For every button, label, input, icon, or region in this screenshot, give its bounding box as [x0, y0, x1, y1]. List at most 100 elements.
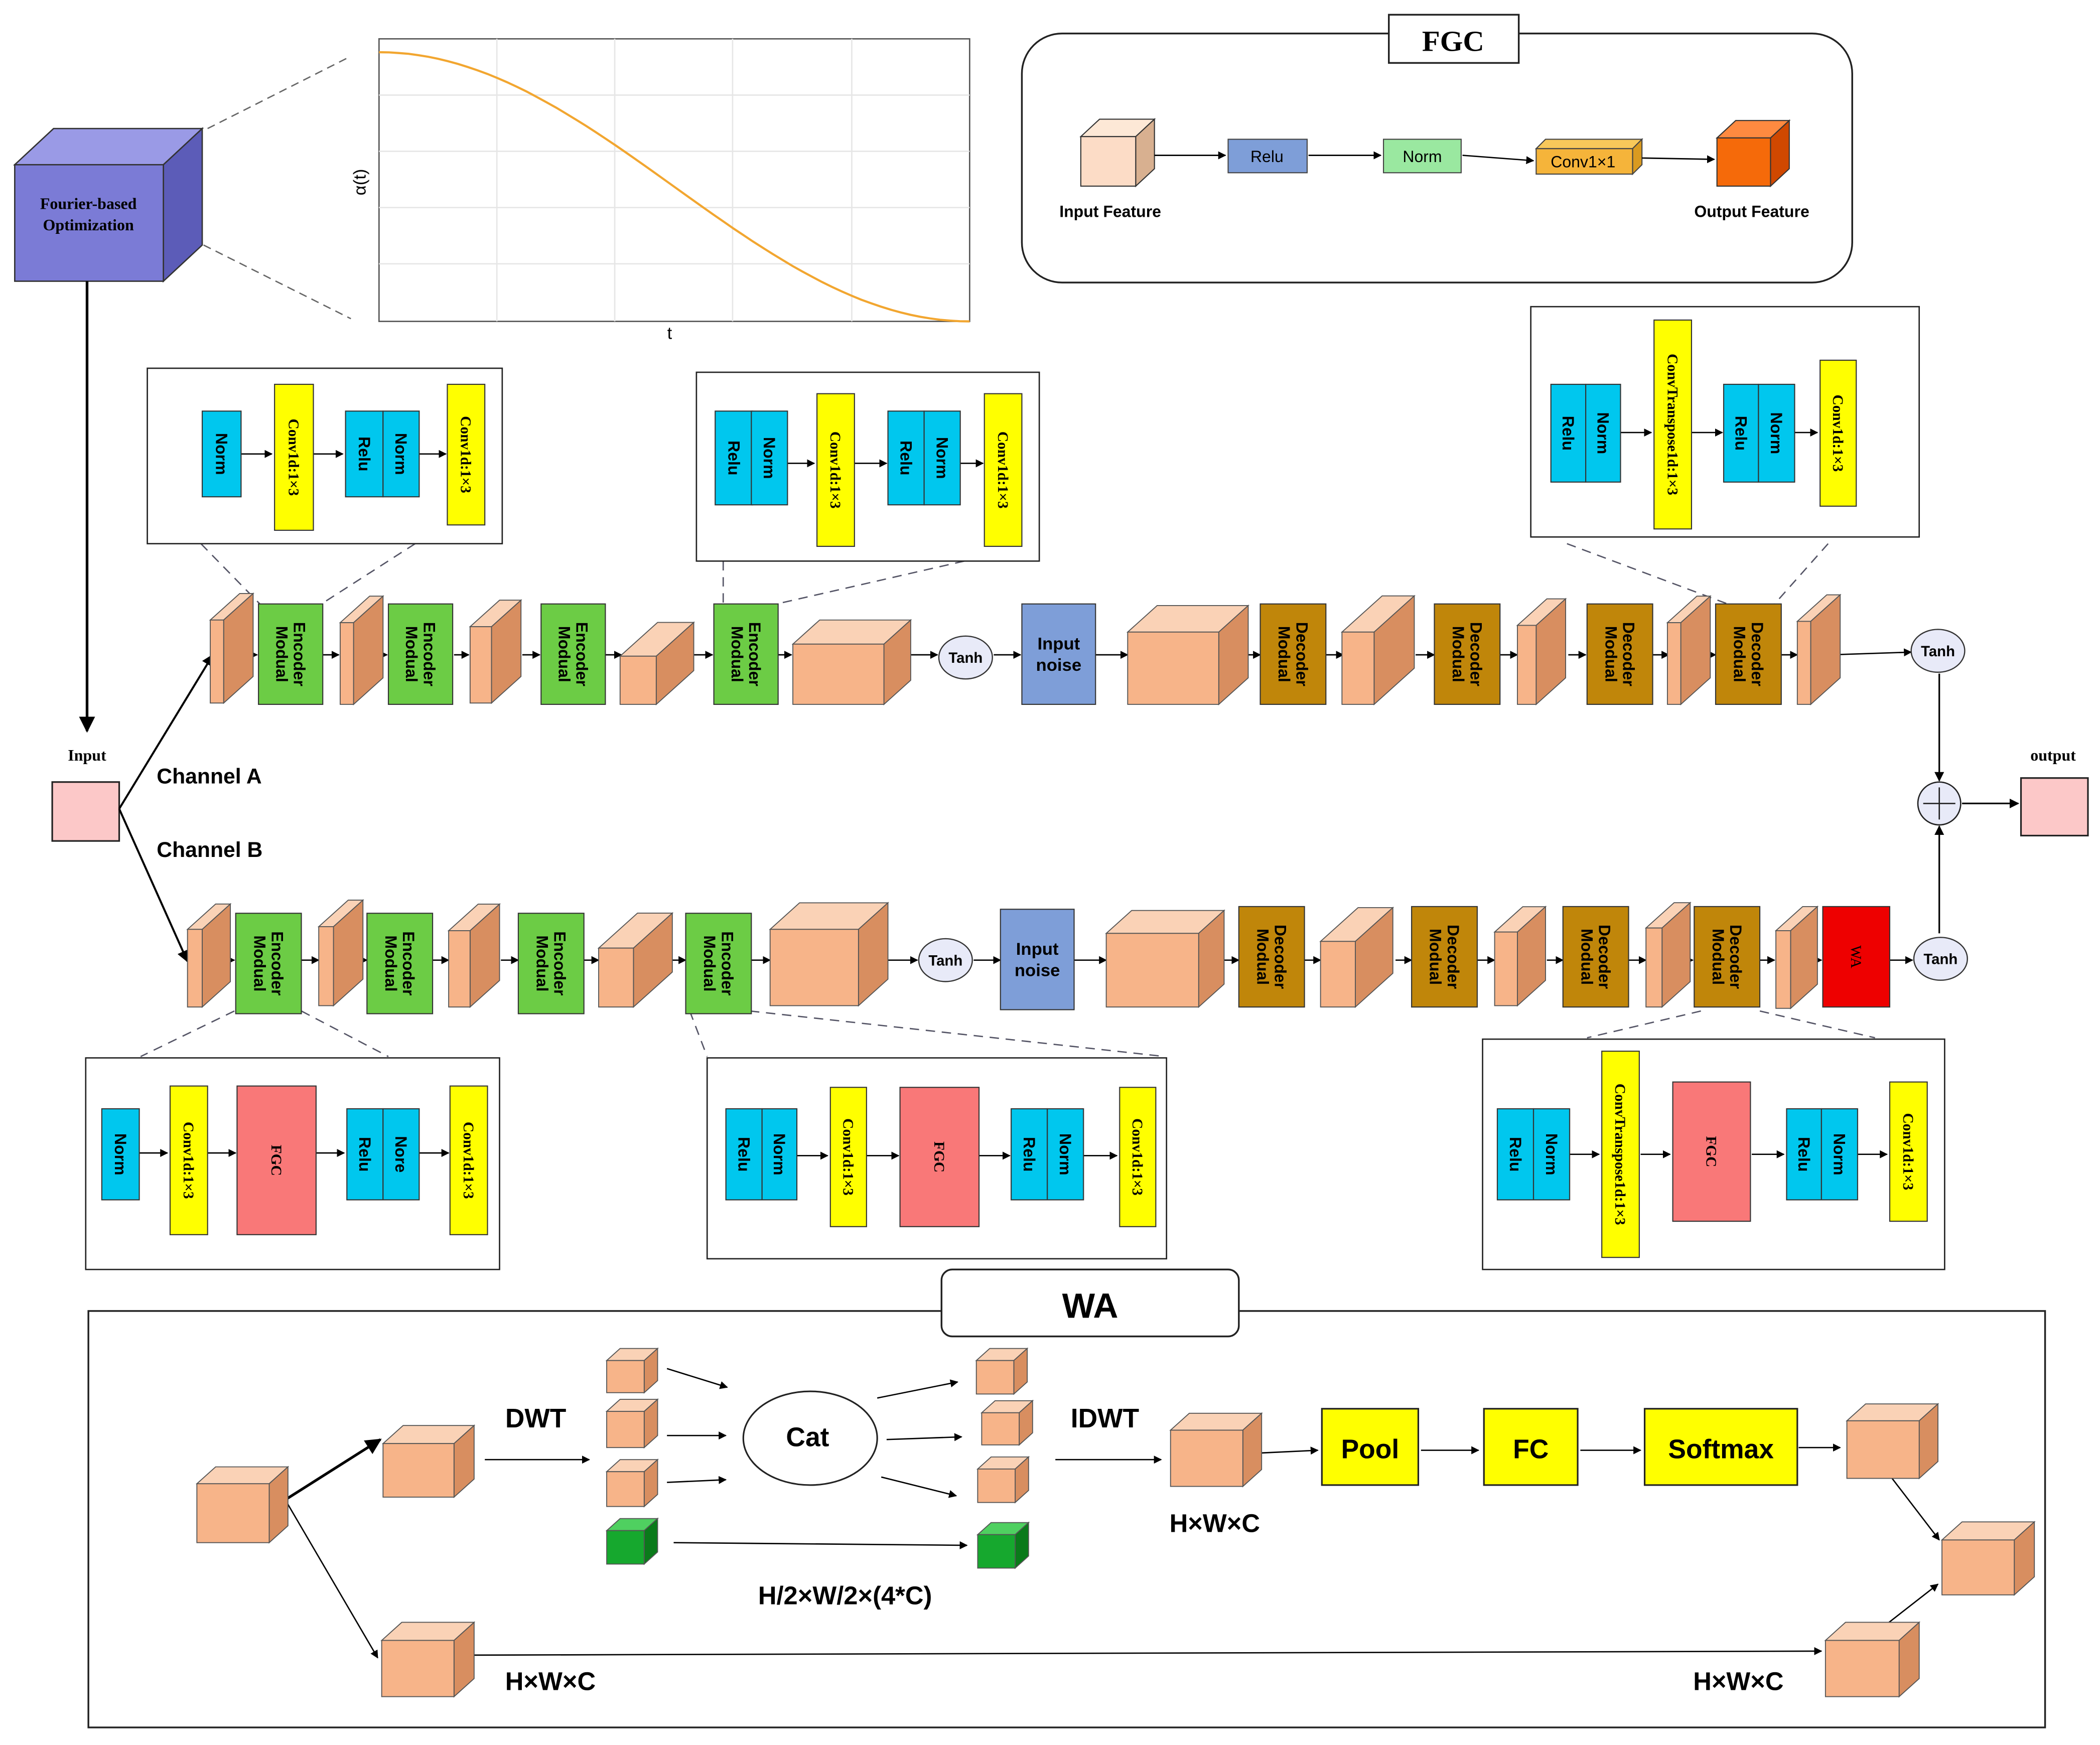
block-text: Norm: [213, 433, 231, 475]
enc-top-1-5: Conv1d:1×3: [447, 383, 486, 526]
svg-text:Tanh: Tanh: [1923, 951, 1957, 968]
dim-hwc-1: H×W×C: [1170, 1509, 1260, 1537]
wa-subband-cube-5: [980, 1399, 1034, 1446]
block-text: EncoderModual: [728, 622, 764, 686]
fourier-optimization-block: Fourier-based Optimization: [13, 127, 204, 283]
enc-top-2-1: Relu: [715, 410, 754, 506]
enc-bot-2-1: Relu: [725, 1108, 763, 1201]
channel-b-cube-4: [597, 912, 674, 1008]
alpha-curve-plot: α(t) t: [351, 38, 970, 343]
channel-b-encoder-1: EncoderModual: [235, 913, 302, 1014]
block-text: Relu: [355, 437, 373, 471]
wa-branch-cube-top: [381, 1424, 476, 1499]
block-text: Relu: [1020, 1137, 1038, 1172]
channel-a-tanh-out: Tanh: [1910, 629, 1966, 673]
enc-bot-2-6: Norm: [1047, 1108, 1084, 1201]
block-text: Relu: [735, 1137, 753, 1172]
svg-text:Tanh: Tanh: [948, 650, 983, 666]
enc-bot-1-5: Nore: [382, 1108, 420, 1201]
output-label: output: [2030, 746, 2076, 764]
channel-b-cube-3: [447, 903, 501, 1008]
block-text: EncoderModual: [250, 931, 286, 995]
idwt-label: IDWT: [1071, 1404, 1140, 1433]
block-text: Conv1d:1×3: [460, 1122, 476, 1199]
enc-top-1-3: Relu: [345, 410, 384, 498]
input-node: [51, 781, 120, 842]
block-text: Relu: [1559, 416, 1577, 451]
enc-top-2-6: Conv1d:1×3: [984, 393, 1023, 547]
enc-top-1-2: Conv1d:1×3: [274, 383, 314, 531]
block-text: DecoderModual: [1731, 622, 1766, 686]
enc-top-2-3: Conv1d:1×3: [816, 393, 855, 547]
pool-label: Pool: [1341, 1435, 1399, 1465]
alpha-curve-line: [379, 51, 970, 323]
block-text: Norm: [1594, 412, 1612, 455]
block-text: Norm: [1056, 1133, 1074, 1176]
wa-branch-cube-bottom: [380, 1621, 476, 1698]
svg-text:Input: Input: [1016, 940, 1059, 959]
channel-b-decoder-1: DecoderModual: [1238, 906, 1305, 1008]
block-text: Conv1d:1×3: [1830, 395, 1846, 472]
block-text: ConvTranspose1d:1×3: [1664, 354, 1680, 495]
channel-a-encoder-1: EncoderModual: [258, 603, 324, 705]
enc-bot-2-7: Conv1d:1×3: [1119, 1087, 1157, 1227]
channel-b-cube-7: [1319, 906, 1394, 1008]
dim-hwc-3: H×W×C: [1693, 1667, 1783, 1695]
block-text: EncoderModual: [382, 931, 417, 995]
channel-b-decoder-3: DecoderModual: [1562, 906, 1629, 1008]
block-text: DecoderModual: [1427, 925, 1462, 989]
fgc-norm: Norm: [1403, 148, 1442, 166]
block-text: Conv1d:1×3: [995, 431, 1011, 509]
dec-bot-3: ConvTranspose1d:1×3: [1601, 1051, 1640, 1258]
channel-a-cube-3: [469, 599, 522, 704]
block-text: Relu: [725, 441, 743, 475]
block-text: EncoderModual: [533, 931, 569, 995]
block-text: Conv1d:1×3: [1900, 1113, 1916, 1190]
block-text: Conv1d:1×3: [286, 419, 302, 496]
block-text: EncoderModual: [402, 622, 438, 686]
block-text: Norm: [1767, 412, 1785, 455]
svg-text:Input: Input: [1037, 634, 1080, 653]
block-text: Conv1d:1×3: [458, 416, 474, 493]
channel-b-cube-8: [1493, 906, 1547, 1007]
channel-b-cube-1: [186, 903, 232, 1008]
channel-a-decoder-3: DecoderModual: [1586, 603, 1653, 705]
channel-a-cube-8: [1516, 598, 1567, 705]
block-text: Norm: [1831, 1133, 1849, 1176]
block-text: FGC: [931, 1141, 947, 1173]
channel-b-encoder-2: EncoderModual: [366, 913, 434, 1014]
enc-bot-2-3: Conv1d:1×3: [829, 1087, 867, 1227]
block-text: Conv1d:1×3: [1129, 1118, 1145, 1196]
dec-top-6: Conv1d:1×3: [1819, 359, 1857, 507]
svg-text:Tanh: Tanh: [1921, 643, 1955, 660]
channel-b-cube-2: [317, 899, 364, 1007]
y-axis-label: α(t): [351, 169, 370, 196]
feature-cubes: [186, 592, 2036, 1698]
dec-top-1: Relu: [1550, 383, 1587, 483]
channel-a-cube-2: [339, 595, 384, 705]
dim-hwc-2: H×W×C: [505, 1667, 596, 1695]
enc-bot-1-4: Relu: [346, 1108, 384, 1201]
fgc-panel: FGC Input Feature Relu Norm Conv1×1 Outp…: [1021, 14, 1853, 283]
block-text: Relu: [356, 1137, 374, 1172]
fc-label: FC: [1513, 1435, 1549, 1465]
fgc-output-cube: [1715, 119, 1791, 188]
svg-text:Tanh: Tanh: [928, 952, 962, 969]
dwt-label: DWT: [505, 1404, 567, 1433]
x-axis-label: t: [667, 324, 672, 343]
wa-input-cube: [195, 1466, 290, 1544]
channel-a-cube-1: [209, 592, 254, 704]
channel-a-cube-9: [1666, 595, 1712, 705]
block-text: DecoderModual: [1578, 925, 1613, 989]
block-text: Conv1d:1×3: [827, 431, 843, 509]
cat-label: Cat: [786, 1423, 829, 1452]
block-text: Conv1d:1×3: [180, 1122, 196, 1199]
block-text: Norm: [760, 437, 778, 479]
block-text: Conv1d:1×3: [840, 1118, 856, 1196]
channel-a-label: Channel A: [157, 764, 261, 788]
block-text: Relu: [1732, 416, 1750, 451]
